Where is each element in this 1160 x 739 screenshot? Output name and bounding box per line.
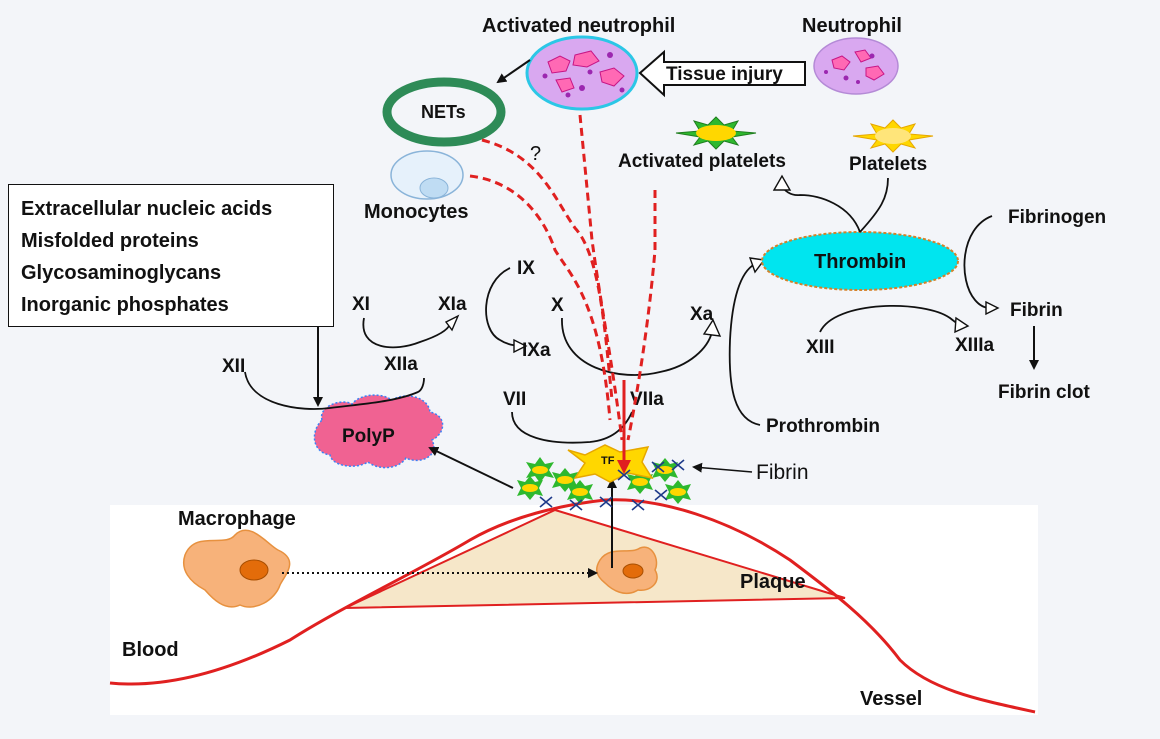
factor-xiiia: XIIIa	[955, 335, 995, 356]
fibrin-arrow-head	[985, 300, 1000, 316]
fibrinogen-conversion-curve	[963, 215, 993, 309]
nets-label: NETs	[421, 102, 466, 122]
nets-ring	[382, 77, 506, 147]
factor-xii: XII	[222, 356, 245, 377]
thrombin-platelets-curve	[859, 177, 889, 233]
trigger-item: Glycosaminoglycans	[21, 262, 222, 284]
plaque-region	[344, 508, 846, 609]
prothrombin-activation-curve	[728, 263, 761, 426]
activated-platelets-arrow-head	[772, 174, 792, 191]
prothrombin-label: Prothrombin	[766, 416, 880, 437]
factor-xi: XI	[352, 294, 370, 315]
platelets-label: Platelets	[849, 154, 927, 175]
plaque-label: Plaque	[740, 571, 806, 593]
question-mark: ?	[530, 143, 541, 165]
activated-platelets-label: Activated platelets	[618, 151, 786, 172]
platelet-cluster	[517, 457, 691, 504]
fibrin-strand-pointer	[692, 462, 753, 473]
trigger-item: Inorganic phosphates	[21, 294, 229, 316]
factor-vii: VII	[503, 389, 526, 410]
activated-platelet-icon	[675, 116, 757, 150]
xiii-arrow-head	[954, 316, 970, 334]
vessel-label: Vessel	[860, 688, 922, 710]
thrombin-platelet-activation-curve	[781, 185, 861, 233]
tf-label: TF	[601, 455, 615, 467]
fibrin-strand-label: Fibrin	[756, 461, 809, 484]
polyp-cloud	[313, 394, 444, 469]
thrombin-label: Thrombin	[814, 251, 906, 273]
fibrin-label: Fibrin	[1010, 300, 1063, 321]
factor-xiii: XIII	[806, 337, 835, 358]
prothrombin-arrow-head	[748, 257, 766, 274]
factor-x: X	[551, 295, 564, 316]
tissue-factor-star	[567, 444, 654, 483]
trigger-item: Extracellular nucleic acids	[21, 198, 273, 220]
factor-xiia: XIIa	[384, 354, 418, 375]
factor-viia: VIIa	[630, 389, 664, 410]
xiii-activation-curve	[819, 305, 961, 333]
neutrophil-cell	[813, 37, 899, 95]
fibrin-strands	[539, 459, 685, 511]
tissue-injury-arrow	[638, 49, 806, 98]
xii-activation-curve	[244, 371, 425, 410]
ix-arrow-head	[513, 338, 528, 354]
xi-activation-curve	[362, 317, 451, 349]
monocytes-label: Monocytes	[364, 201, 468, 223]
factor-xia: XIa	[438, 294, 467, 315]
platelet-icon	[852, 119, 934, 153]
macrophage-cell	[183, 529, 291, 608]
monocyte-cell	[390, 150, 464, 200]
factor-xa: Xa	[690, 304, 714, 325]
activated-neutrophil-label: Activated neutrophil	[482, 15, 675, 37]
blood-label: Blood	[122, 639, 179, 661]
vii-activation-curve	[511, 411, 633, 444]
neutrophil-label: Neutrophil	[802, 15, 902, 37]
polyp-label: PolyP	[342, 426, 395, 447]
platelets-polyp-arrow	[428, 446, 514, 489]
factor-ixa: IXa	[522, 340, 551, 361]
fibrinogen-label: Fibrinogen	[1008, 207, 1106, 228]
vessel-wall	[109, 498, 1036, 714]
x-arrow-head	[702, 318, 722, 337]
factor-ix: IX	[517, 258, 535, 279]
trigger-item: Misfolded proteins	[21, 230, 199, 252]
xi-arrow-head	[444, 314, 460, 332]
red-pathways	[469, 114, 657, 441]
fibrin-clot-label: Fibrin clot	[998, 382, 1091, 403]
neutrophil-nets-arrow	[496, 59, 531, 84]
tissue-injury-label: Tissue injury	[666, 64, 783, 85]
x-activation-curve	[561, 317, 713, 376]
activated-neutrophil-cell	[525, 35, 639, 111]
triggers-box: Extracellular nucleic acids Misfolded pr…	[8, 184, 334, 327]
macrophage-label: Macrophage	[178, 508, 296, 530]
ix-activation-curve	[485, 267, 519, 347]
